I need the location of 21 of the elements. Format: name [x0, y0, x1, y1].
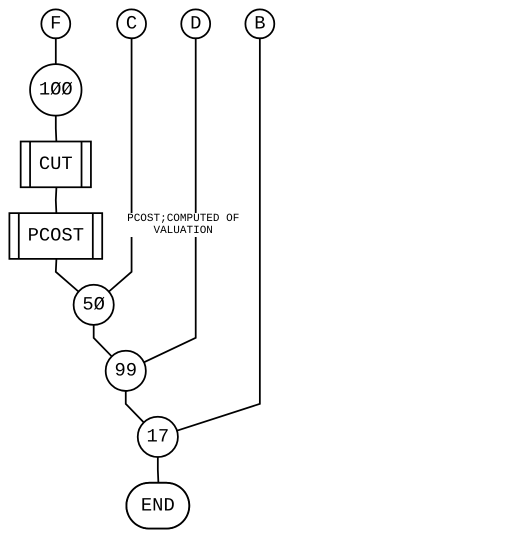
terminal-node: END: [126, 482, 190, 530]
connector-circle: 99: [104, 350, 147, 392]
connector-circle: 1ØØ: [29, 63, 82, 116]
connector: [54, 188, 58, 214]
subroutine-box: PCOST: [8, 212, 104, 260]
connector-circle: F: [40, 8, 72, 40]
connector: [54, 38, 57, 64]
connector-circle: 17: [136, 416, 179, 458]
connector-circle: C: [116, 8, 147, 40]
connector-circle: 5Ø: [72, 284, 115, 326]
connector-circle: D: [180, 8, 212, 40]
connector: [54, 116, 58, 142]
connector: [124, 390, 144, 424]
connector: [156, 456, 160, 484]
connector: [92, 324, 112, 358]
subroutine-box: CUT: [20, 140, 92, 188]
connector: [144, 38, 197, 364]
connector: [108, 38, 132, 292]
connector: [54, 259, 80, 292]
connector: [176, 38, 261, 432]
connector-circle: B: [244, 8, 276, 40]
